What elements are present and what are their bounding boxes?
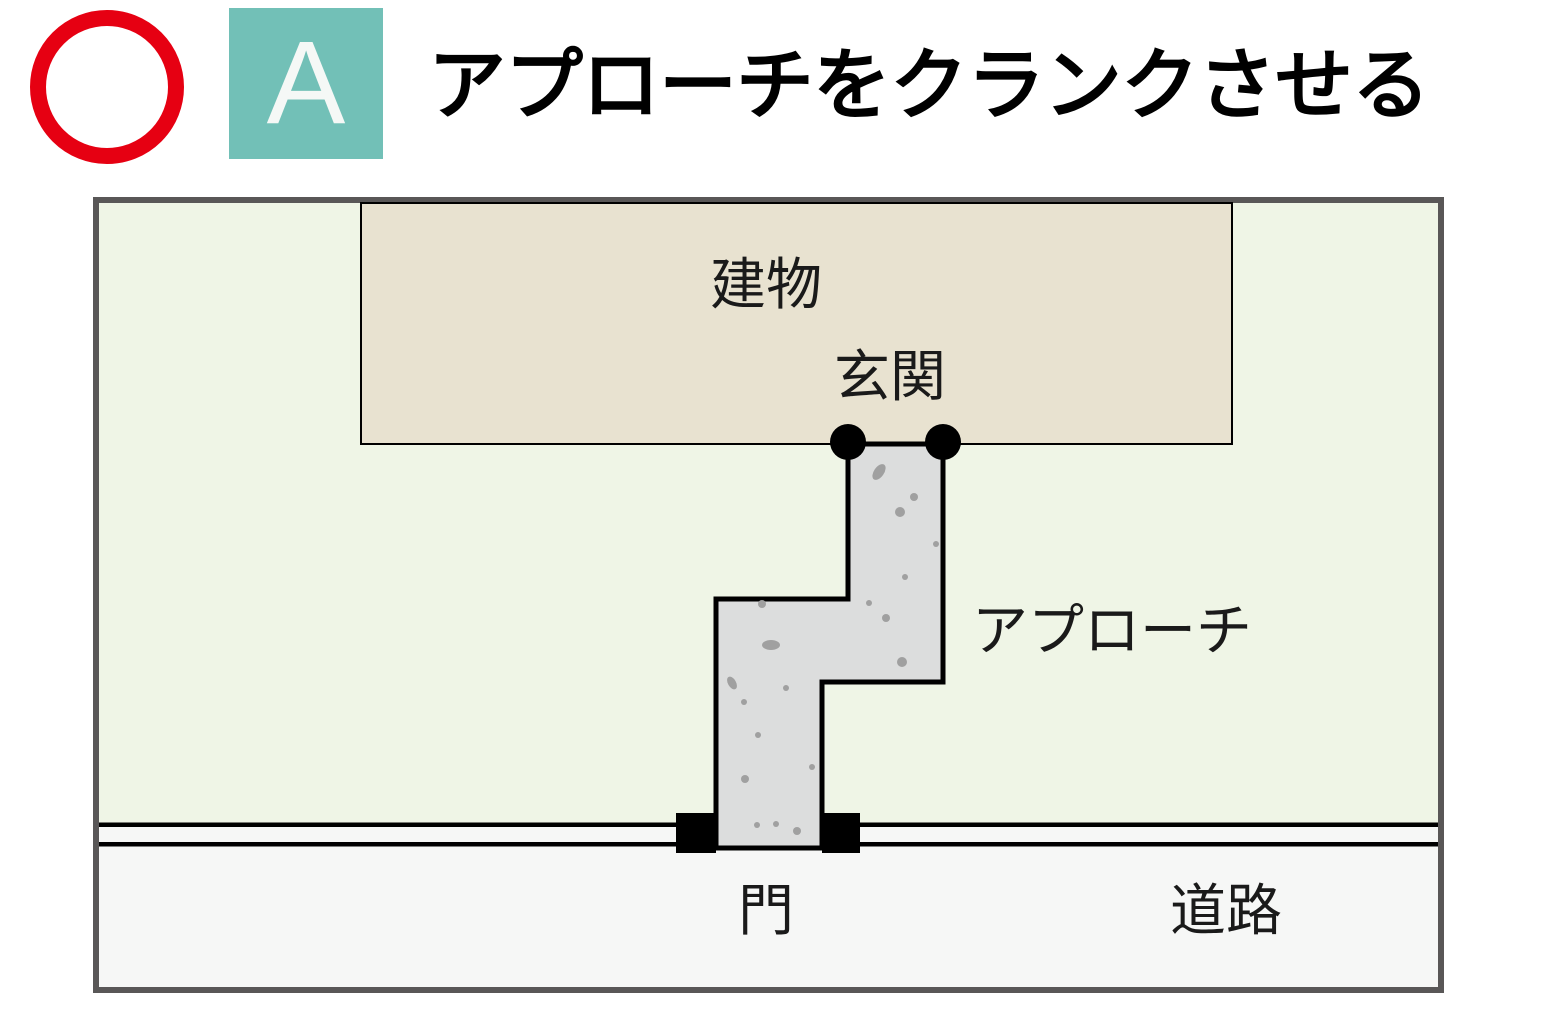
gate-post-left [676,813,716,853]
badge-letter: A [266,17,346,149]
pattern-badge: A [229,8,383,159]
concrete-texture [727,464,939,835]
gate-post-right [822,813,860,853]
road-label: 道路 [1170,879,1282,944]
entrance-label: 玄関 [834,345,946,410]
page-title: アプローチをクランクさせる [428,41,1430,131]
approach-label: アプローチ [972,599,1252,664]
building-block [360,202,1233,445]
building-label: 建物 [710,253,822,318]
gate-label: 門 [738,879,794,944]
